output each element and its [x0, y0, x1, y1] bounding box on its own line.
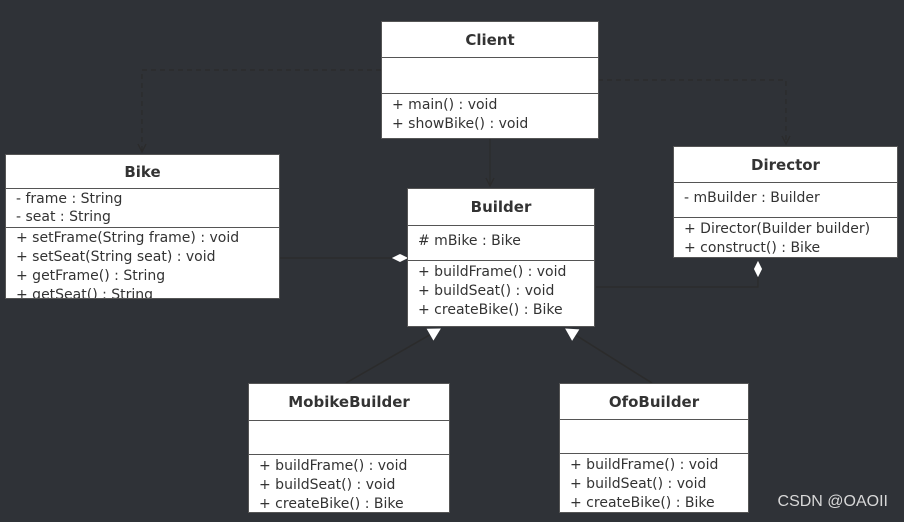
class-director-methods: + Director(Builder builder) + construct(…	[674, 218, 897, 257]
client-method: + showBike() : void	[392, 116, 529, 132]
ofo-method: + buildSeat() : void	[570, 476, 707, 492]
class-mobike-builder-methods: + buildFrame() : void + buildSeat() : vo…	[249, 455, 449, 512]
class-client-attributes	[382, 58, 598, 94]
class-client-name: Client	[382, 22, 598, 58]
director-method: + Director(Builder builder)	[684, 221, 871, 237]
class-ofo-builder-methods: + buildFrame() : void + buildSeat() : vo…	[560, 454, 748, 512]
class-builder-methods: + buildFrame() : void + buildSeat() : vo…	[408, 261, 594, 322]
class-ofo-builder-attributes	[560, 420, 748, 454]
class-client-methods: + main() : void + showBike() : void	[382, 94, 598, 136]
builder-method: + createBike() : Bike	[418, 302, 563, 318]
mobike-builder-generalization	[345, 328, 441, 384]
mobike-method: + buildSeat() : void	[259, 477, 396, 493]
class-ofo-builder[interactable]: OfoBuilder + buildFrame() : void + build…	[559, 383, 749, 513]
builder-method: + buildFrame() : void	[418, 264, 567, 280]
class-director[interactable]: Director - mBuilder : Builder + Director…	[673, 146, 898, 258]
class-mobike-builder[interactable]: MobikeBuilder + buildFrame() : void + bu…	[248, 383, 450, 513]
class-client[interactable]: Client + main() : void + showBike() : vo…	[381, 21, 599, 139]
bike-attribute: - frame : String	[16, 191, 123, 207]
class-mobike-builder-name: MobikeBuilder	[249, 384, 449, 421]
aggregation-diamond-builder	[391, 253, 409, 263]
mobike-method: + buildFrame() : void	[259, 458, 408, 474]
class-director-name: Director	[674, 147, 897, 183]
class-ofo-builder-name: OfoBuilder	[560, 384, 748, 420]
client-director-dependency	[598, 79, 786, 144]
mobike-method: + createBike() : Bike	[259, 496, 404, 512]
client-method: + main() : void	[392, 97, 498, 113]
class-builder-attributes: # mBike : Bike	[408, 226, 594, 261]
ofo-method: + buildFrame() : void	[570, 457, 719, 473]
watermark: CSDN @OAOII	[777, 493, 888, 510]
class-bike-name: Bike	[6, 155, 279, 189]
aggregation-diamond-director	[753, 260, 763, 278]
director-builder-aggregation	[596, 277, 759, 288]
ofo-builder-generalization	[565, 328, 653, 384]
builder-method: + buildSeat() : void	[418, 283, 555, 299]
class-bike-methods: + setFrame(String frame) : void + setSea…	[6, 228, 279, 299]
class-builder-name: Builder	[408, 189, 594, 226]
bike-method: + getFrame() : String	[16, 268, 166, 284]
bike-method: + setFrame(String frame) : void	[16, 230, 240, 246]
bike-method: + setSeat(String seat) : void	[16, 249, 216, 265]
ofo-method: + createBike() : Bike	[570, 495, 715, 511]
builder-attribute: # mBike : Bike	[418, 233, 521, 249]
director-method: + construct() : Bike	[684, 240, 821, 256]
bike-attribute: - seat : String	[16, 209, 111, 225]
class-builder[interactable]: Builder # mBike : Bike + buildFrame() : …	[407, 188, 595, 327]
class-director-attributes: - mBuilder : Builder	[674, 183, 897, 218]
client-bike-dependency	[142, 69, 381, 152]
director-attribute: - mBuilder : Builder	[684, 190, 820, 206]
class-mobike-builder-attributes	[249, 421, 449, 455]
class-bike[interactable]: Bike - frame : String - seat : String + …	[5, 154, 280, 299]
bike-method: + getSeat() : String	[16, 287, 154, 299]
class-bike-attributes: - frame : String - seat : String	[6, 189, 279, 228]
